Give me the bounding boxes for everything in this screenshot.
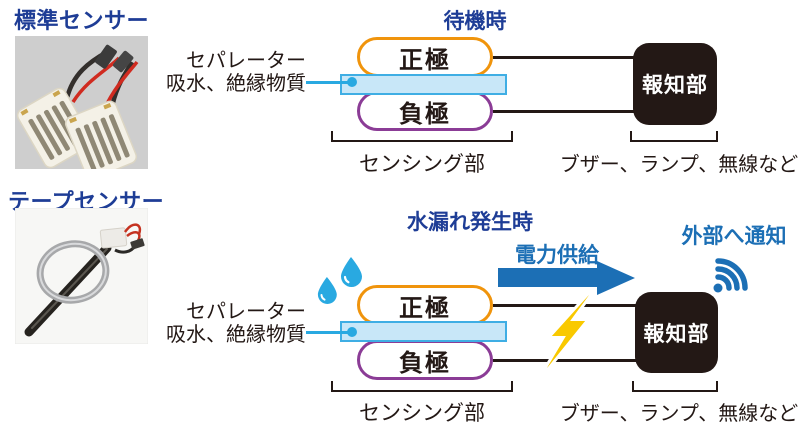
- separator-bar: [340, 74, 507, 95]
- negative-electrode: 負極: [357, 340, 493, 380]
- alarm-bracket: [630, 131, 718, 142]
- sensing-bracket: [331, 131, 513, 142]
- wifi-signal-icon: [713, 258, 748, 293]
- separator-label-line2: 吸水、絶縁物質: [166, 324, 306, 346]
- negative-wire: [493, 359, 637, 362]
- positive-electrode: 正極: [357, 37, 493, 77]
- positive-electrode: 正極: [357, 285, 493, 325]
- water-drop-icon: [317, 257, 362, 304]
- negative-wire: [493, 110, 635, 113]
- separator-pointer-line: [306, 81, 352, 84]
- leak-title: 水漏れ発生時: [407, 211, 533, 234]
- alarm-unit-box: 報知部: [633, 43, 717, 125]
- positive-wire: [493, 56, 635, 59]
- lightning-bolt-icon: [544, 292, 592, 371]
- sensing-section-label: センシング部: [359, 402, 485, 425]
- external-notify-label: 外部へ通知: [681, 225, 787, 248]
- separator-pointer-dot-icon: [347, 77, 357, 87]
- alarm-unit-box: 報知部: [635, 292, 718, 373]
- power-arrow-icon: [498, 261, 635, 295]
- standard-sensor-photo: [15, 36, 148, 169]
- positive-wire: [493, 304, 637, 307]
- separator-label: セパレーター 吸水、絶縁物質: [166, 50, 306, 96]
- separator-pointer-line: [306, 331, 352, 334]
- separator-pointer-dot-icon: [347, 327, 357, 337]
- separator-label-line1: セパレーター: [186, 301, 306, 323]
- alarm-examples-label: ブザー、ランプ、無線など: [559, 403, 799, 425]
- standard-sensor-title: 標準センサー: [14, 8, 150, 33]
- power-supply-label: 電力供給: [515, 244, 599, 267]
- tape-sensor-photo: [15, 208, 148, 344]
- separator-label-line2: 吸水、絶縁物質: [166, 73, 306, 95]
- standby-title: 待機時: [443, 10, 507, 33]
- alarm-examples-label: ブザー、ランプ、無線など: [559, 154, 799, 176]
- separator-bar: [340, 321, 507, 342]
- sensing-bracket: [331, 381, 513, 392]
- separator-label: セパレーター 吸水、絶縁物質: [166, 301, 306, 347]
- alarm-bracket: [632, 381, 718, 392]
- sensing-section-label: センシング部: [359, 153, 485, 176]
- negative-electrode: 負極: [357, 91, 493, 131]
- separator-label-line1: セパレーター: [186, 50, 306, 72]
